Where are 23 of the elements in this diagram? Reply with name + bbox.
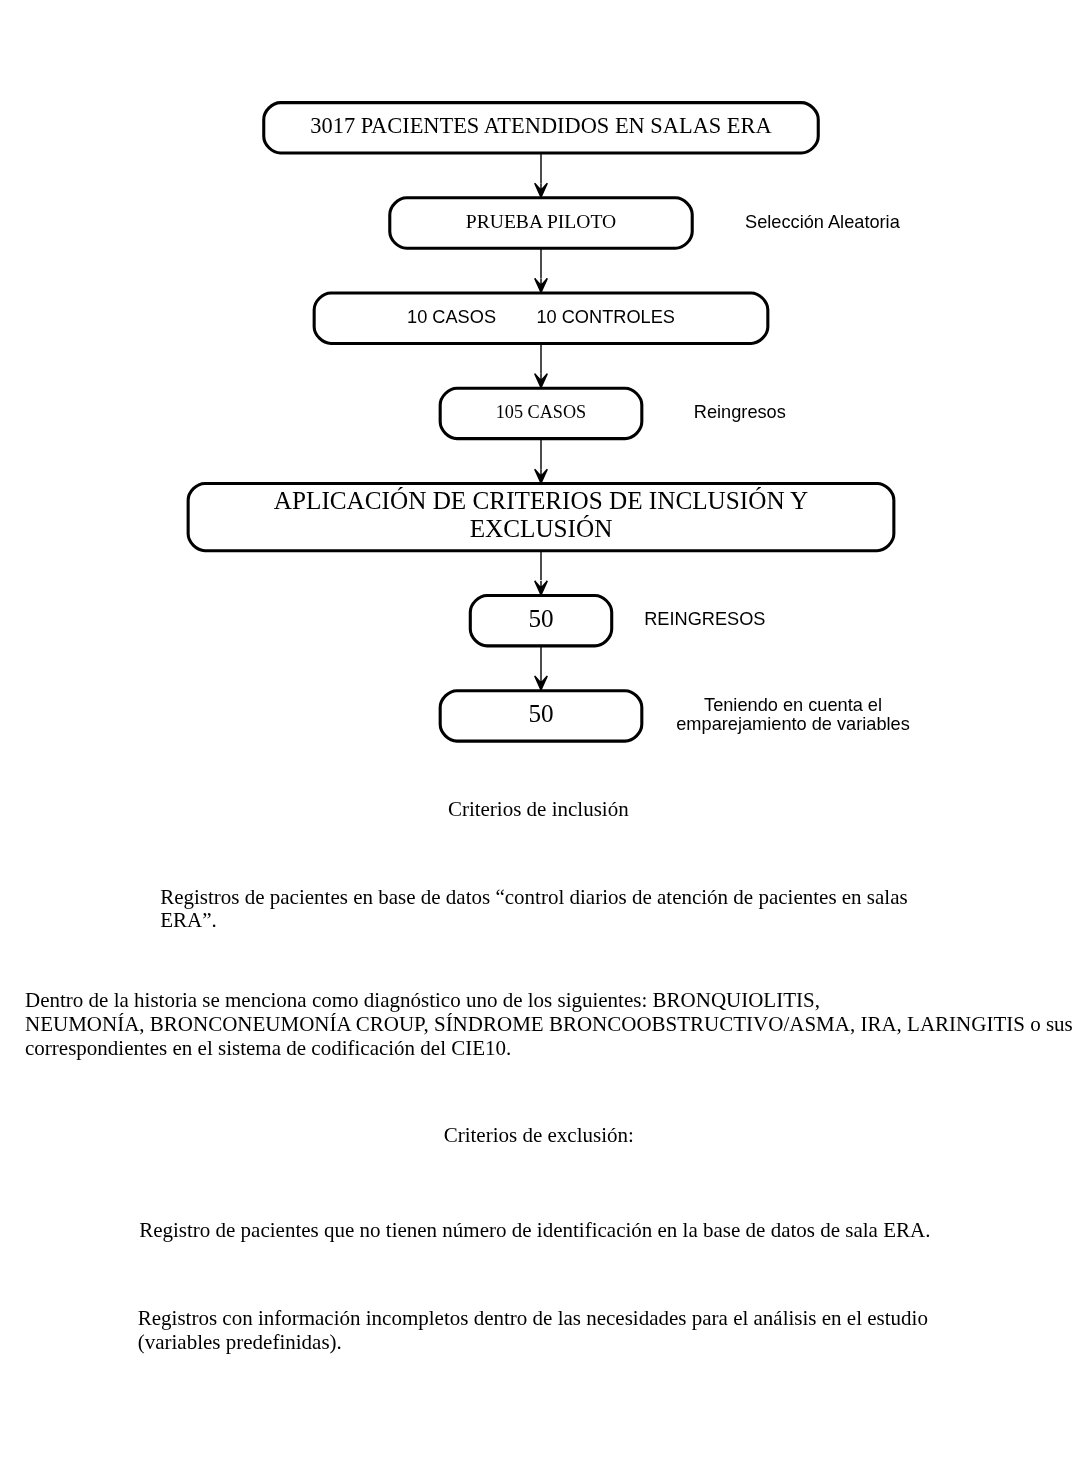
- label: Registros con información incompletos dentro de las necesidades para el análisis en el estudio (variables predefinidas).: [137, 1305, 928, 1354]
- label: Registros de pacientes en base de datos “control diarios de atención de pacientes en salas ERA”.: [160, 884, 908, 932]
- node-box: 105 CASOS: [438, 386, 644, 440]
- label: Dentro de la historia se menciona como diagnóstico uno de los siguientes: BRONQUIOLITIS, NEUMONÍA, BRONCONEUMONÍA CROUP, SÍNDROME BRONCOOBSTRUCTIVO/ASMA, IRA, LARINGITIS o sus correspondientes en el sistema de codificación del CIE10.: [25, 987, 1073, 1060]
- node-label: Teniendo en cuenta el emparejamiento de variables: [676, 694, 910, 734]
- arrow: [534, 549, 548, 596]
- label: Reingresos: [693, 401, 786, 422]
- label: Criterios de exclusión:: [443, 1122, 634, 1147]
- arrow: [534, 342, 548, 388]
- node-box: 3017 PACIENTES ATENDIDOS EN SALAS ERA: [262, 100, 820, 155]
- node-box: 50: [468, 593, 614, 647]
- arrow: [534, 645, 548, 691]
- node-box: APLICACIÓN DE CRITERIOS DE INCLUSIÓN Y EXCLUSIÓN: [186, 481, 896, 552]
- arrow: [534, 152, 548, 198]
- label: Selección Aleatoria: [745, 211, 900, 232]
- label: Registro de pacientes que no tienen número de identificación en la base de datos de sala ERA.: [139, 1217, 931, 1242]
- node-label: REINGRESOS: [644, 608, 766, 629]
- node-box: 10 CASOS 10 CONTROLES: [312, 291, 770, 345]
- node-box: PRUEBA PILOTO: [388, 195, 694, 250]
- node-box: 50: [438, 688, 644, 743]
- label: Criterios de inclusión: [447, 796, 629, 821]
- arrow: [534, 437, 548, 484]
- arrow: [534, 247, 548, 293]
